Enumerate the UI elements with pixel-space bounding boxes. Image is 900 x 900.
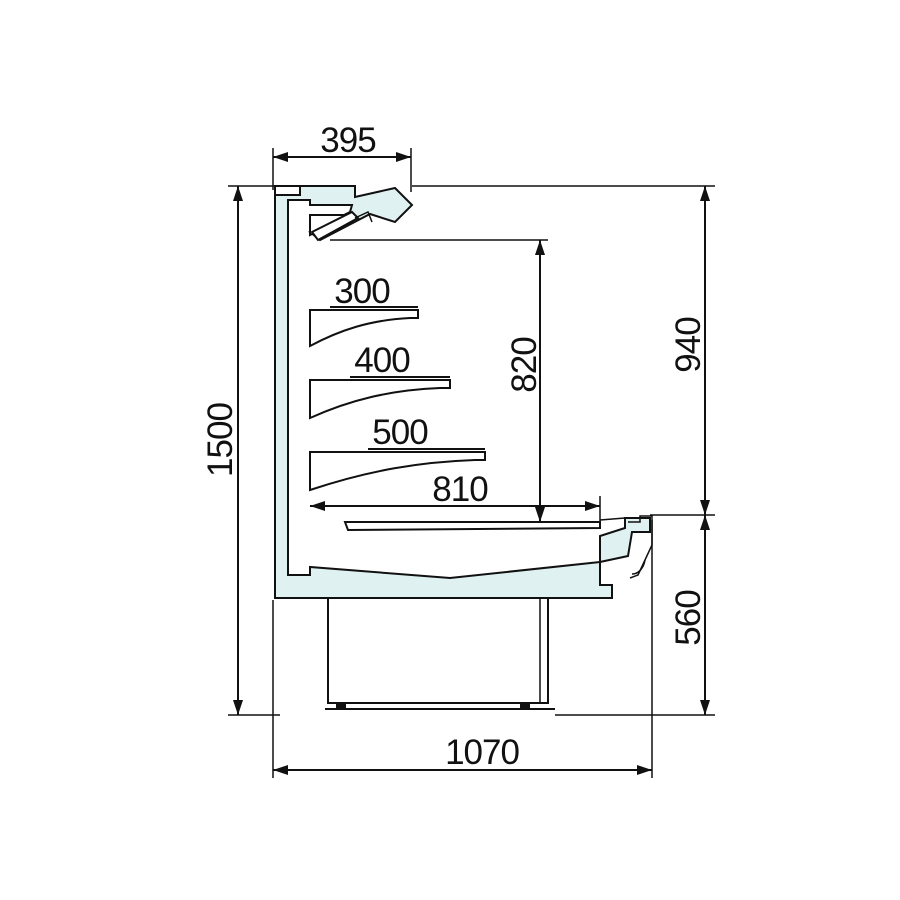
- dim-base-depth: 810: [432, 470, 488, 509]
- dim-shelf-1: 300: [334, 272, 390, 311]
- shelf-3: [309, 451, 486, 492]
- dimension-lines: [228, 148, 715, 778]
- dim-total-height: 1500: [201, 403, 240, 477]
- dim-display-height: 820: [505, 337, 544, 393]
- shelf-1: [309, 309, 419, 348]
- dim-shelf-3: 500: [372, 413, 428, 452]
- lamp-bracket: [354, 210, 373, 223]
- base-stand: [327, 597, 549, 704]
- canopy-top: [274, 185, 301, 196]
- lamp-fixture: [310, 210, 360, 242]
- dim-lower-height: 560: [669, 590, 708, 646]
- cabinet-shell: [274, 185, 651, 599]
- dimension-labels: 395 1500 940 820 560 1070 300 400 500 81…: [201, 121, 708, 772]
- dim-upper-height: 940: [669, 317, 708, 373]
- dim-shelf-2: 400: [354, 341, 410, 380]
- base-deck: [343, 521, 601, 532]
- shelves: [309, 309, 486, 492]
- dim-total-depth: 1070: [445, 733, 519, 772]
- cabinet-body: [274, 185, 653, 710]
- shelf-2: [309, 379, 451, 420]
- dim-top-depth: 395: [320, 121, 375, 160]
